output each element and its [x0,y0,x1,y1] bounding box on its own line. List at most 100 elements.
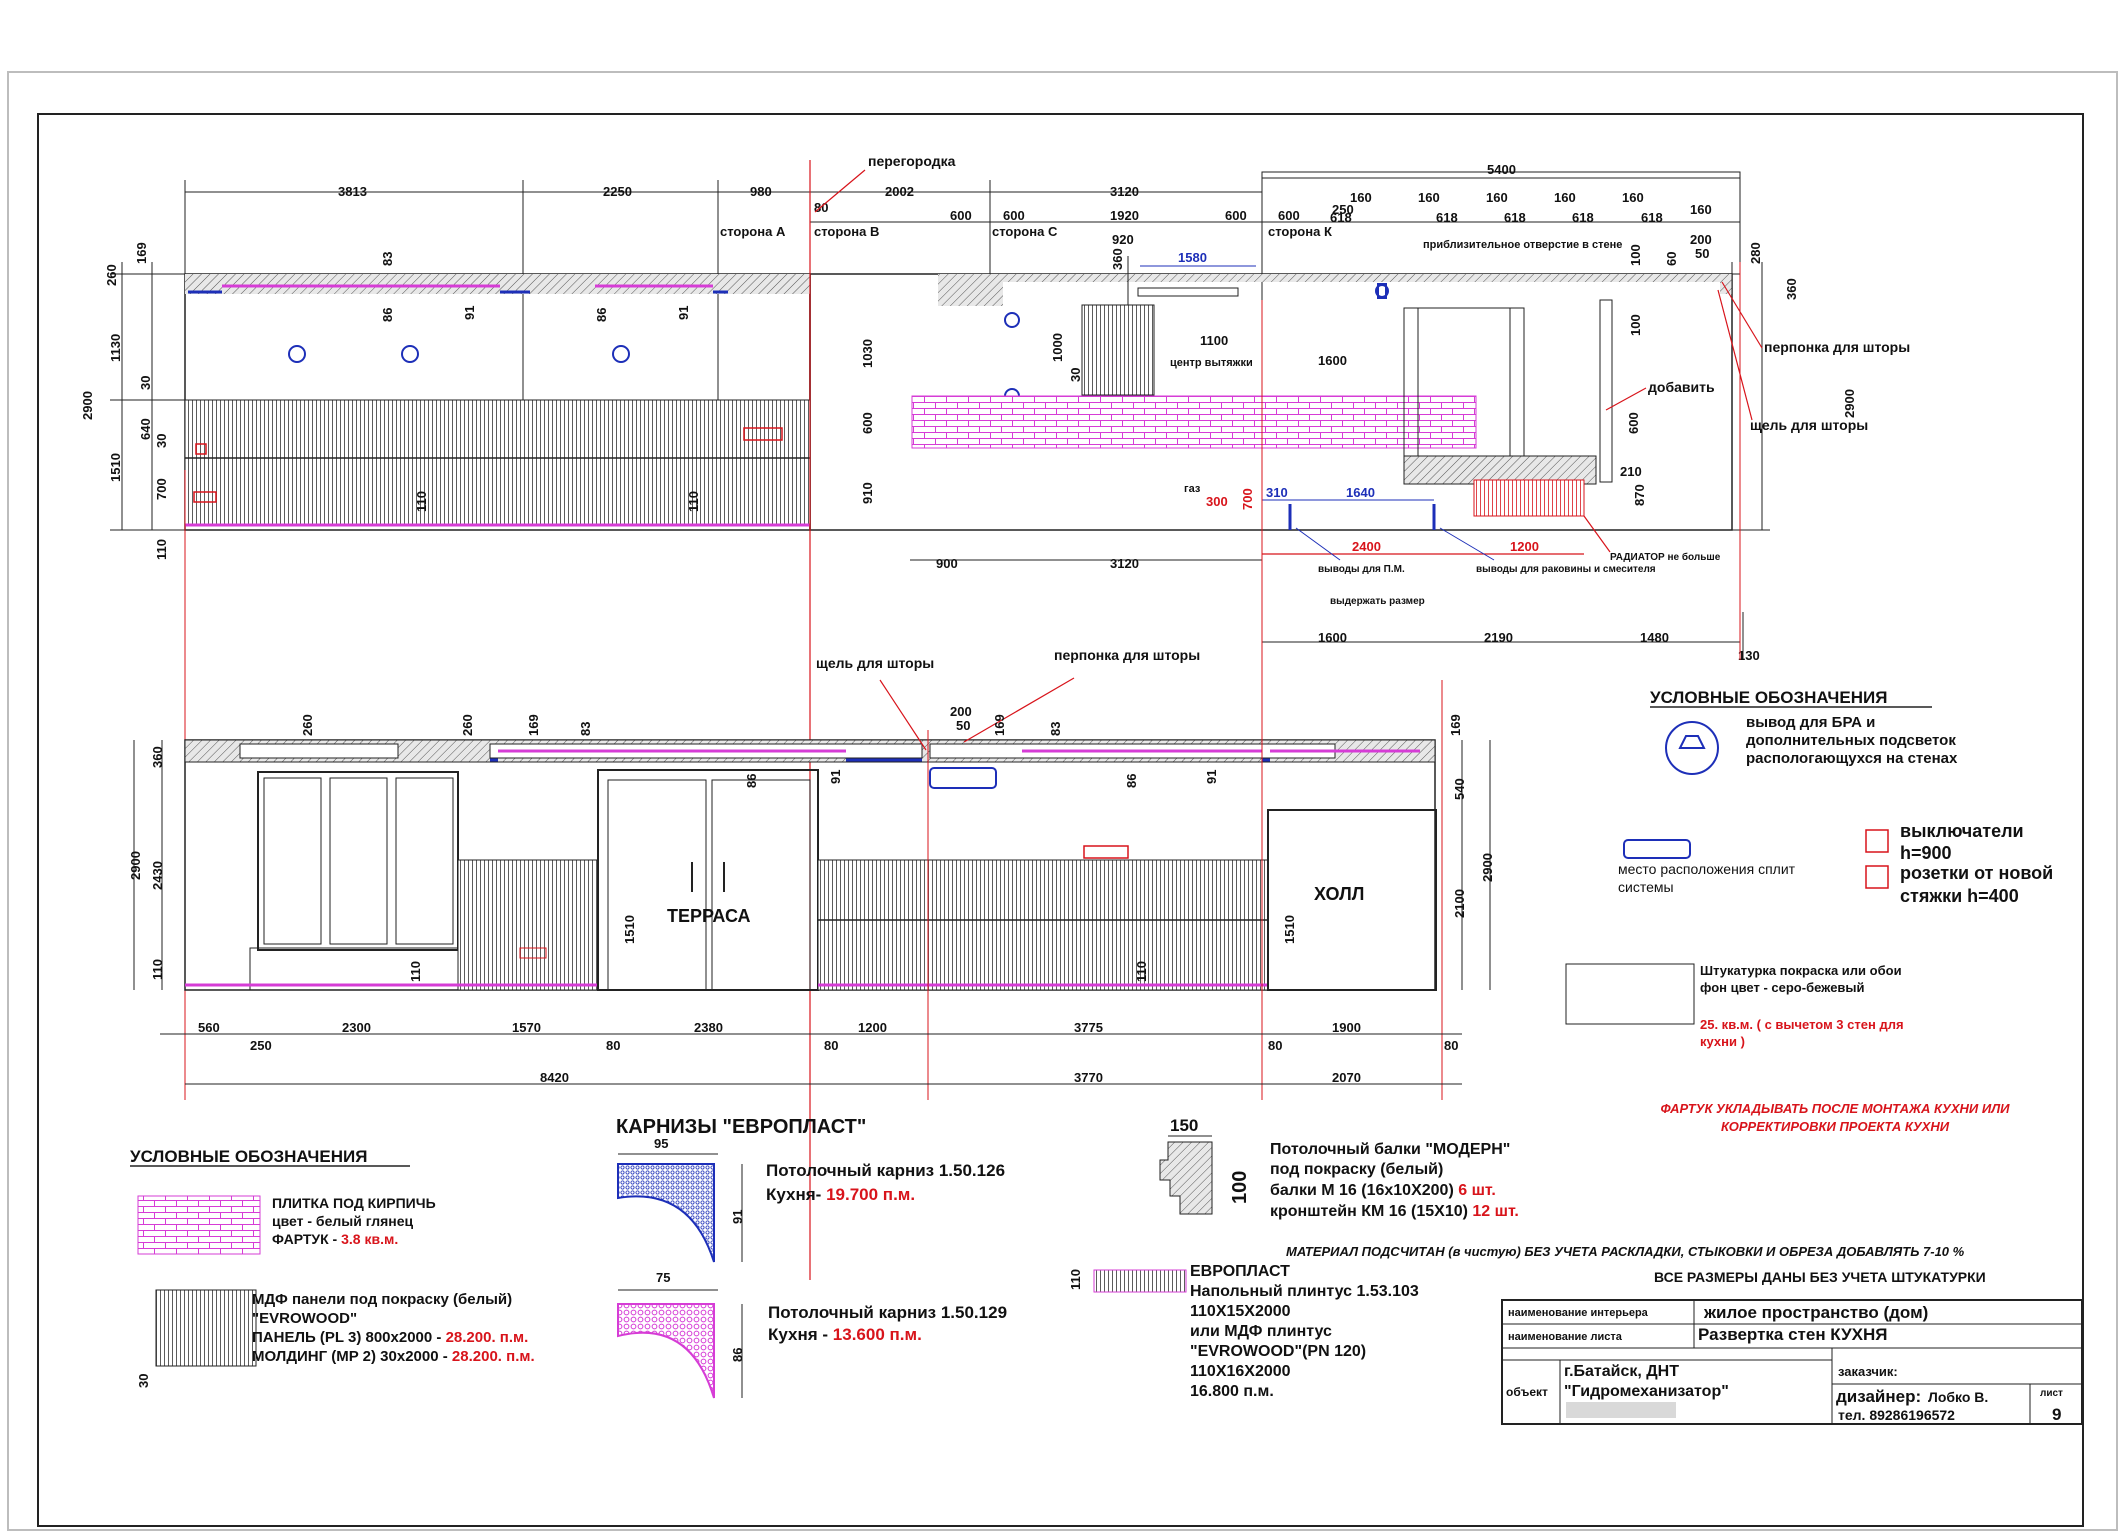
plinth-block: 110 ЕВРОПЛАСТ Напольный плинтус 1.53.103… [1068,1263,1419,1400]
side-label-c: сторона С [992,224,1058,239]
beam-line2: под покраску (белый) [1270,1161,1443,1178]
dim-300: 300 [1206,494,1228,509]
note-hole: приблизительное отверстие в стене [1423,239,1622,251]
dim-1640: 1640 [1346,485,1375,500]
dim-900: 900 [936,556,958,571]
bdim-110b: 110 [1134,961,1149,982]
dim-360b: 360 [1784,278,1799,300]
bdim-2380: 2380 [694,1020,723,1035]
stamp-designer-label: дизайнер: [1836,1387,1921,1406]
dim-83: 83 [380,252,395,266]
beam-line3: балки М 16 (16х10Х200) 6 шт. [1270,1182,1496,1199]
note-add: добавить [1648,379,1715,395]
bdim-80b: 80 [824,1038,838,1053]
dim-1480: 1480 [1640,630,1669,645]
stamp-sheet-label: наименование листа [1508,1331,1623,1343]
stamp-object-label: объект [1506,1385,1548,1399]
dim-110b: 110 [686,491,701,512]
switch-icon [1865,829,1889,853]
cornice2-w: 75 [656,1270,670,1285]
dim-3120: 3120 [1110,184,1139,199]
dim-700: 700 [1240,488,1255,510]
bdim-1570: 1570 [512,1020,541,1035]
dim-60: 60 [1664,252,1679,266]
bdim-2300: 2300 [342,1020,371,1035]
legend-right: УСЛОВНЫЕ ОБОЗНАЧЕНИЯ вывод для БРА и доп… [1565,688,2054,1134]
bdim-left-2900: 2900 [128,851,143,880]
dim-86b: 86 [594,308,609,322]
dim-1100: 1100 [1200,333,1228,348]
bottom-elevation: ТЕРРАСА ХОЛЛ щель для шторы перпонка для… [128,647,1495,1100]
dim-600-4: 600 [1278,208,1300,223]
room-hall: ХОЛЛ [1314,884,1364,904]
cornices-block: КАРНИЗЫ "ЕВРОПЛАСТ" 95 91 Потолочный кар… [616,1116,1007,1399]
plinth-line4: или МДФ плинтус [1190,1323,1332,1340]
dim-130: 130 [1738,648,1760,663]
bdim-560: 560 [198,1020,220,1035]
plaster-swatch [1565,963,1695,1025]
note-sink: выводы для раковины и смесителя [1476,564,1656,575]
legend-socket-text: розетки от новой стяжки h=400 [1900,863,2054,906]
bdim-8420: 8420 [540,1070,569,1085]
dim-left-260: 260 [104,264,119,286]
stamp-object-1: г.Батайск, ДНТ [1564,1363,1679,1380]
dim-160-5: 160 [1622,190,1644,205]
dim-100a: 100 [1628,244,1643,266]
dim-210: 210 [1620,464,1642,479]
note-rail-top: перпонка для шторы [1764,339,1910,355]
legend-switch-text: выключатели h=900 [1900,821,2024,863]
beam-profile [1159,1141,1213,1215]
cornice1-profile [617,1163,715,1263]
cornice2-name: Потолочный карниз 1.50.129 [768,1303,1007,1322]
dim-50: 50 [1695,246,1709,261]
dim-1600b: 1600 [1318,630,1347,645]
stamp-interior-label: наименование интерьера [1508,1307,1649,1319]
dim-1030: 1030 [860,339,875,368]
note-sizes: ВСЕ РАЗМЕРЫ ДАНЫ БЕЗ УЧЕТА ШТУКАТУРКИ [1654,1269,1986,1285]
stamp-designer-value: Лобко В. [1928,1389,1988,1405]
bdim-1510b: 1510 [1282,915,1297,944]
note-slot-bottom: щель для шторы [816,655,934,671]
note-keep: выдержать размер [1330,596,1425,607]
side-label-a: сторона А [720,224,786,239]
bra-icon [1665,721,1719,775]
bdim-3770: 3770 [1074,1070,1103,1085]
note-pm: выводы для П.М. [1318,564,1405,575]
note-hood: центр вытяжки [1170,357,1253,369]
plinth-line1: ЕВРОПЛАСТ [1190,1263,1290,1280]
cornices-title: КАРНИЗЫ "ЕВРОПЛАСТ" [616,1116,866,1138]
dim-91a: 91 [462,306,477,320]
split-icon [1623,839,1691,859]
mdf-panel: ПАНЕЛЬ (PL 3) 800х2000 - 28.200. п.м. [252,1329,528,1346]
plinth-line2: Напольный плинтус 1.53.103 [1190,1283,1419,1300]
cornice1-kitchen: Кухня- 19.700 п.м. [766,1185,915,1204]
tile-swatch [137,1195,261,1255]
bdim-80d: 80 [1444,1038,1458,1053]
plinth-line7: 16.800 п.м. [1190,1383,1274,1400]
dim-left-2900: 2900 [80,391,95,420]
note-radiator: РАДИАТОР не больше [1610,551,1721,563]
room-terrace: ТЕРРАСА [667,906,751,926]
bdim-left-2430: 2430 [150,861,165,890]
dim-618-1: 618 [1330,210,1352,225]
dim-600-1: 600 [950,208,972,223]
bdim-left-110: 110 [150,959,165,980]
bdim-2070: 2070 [1332,1070,1361,1085]
bdim-83a: 83 [578,722,593,736]
bdim-86a: 86 [744,774,759,788]
cornice1-name: Потолочный карниз 1.50.126 [766,1161,1005,1180]
bdim-91b: 91 [1204,770,1219,784]
legend-right-title: УСЛОВНЫЕ ОБОЗНАЧЕНИЯ [1650,688,1887,707]
bdim-169b: 169 [992,714,1007,736]
dim-left-110: 110 [154,539,169,560]
apron-note: ФАРТУК УКЛАДЫВАТЬ ПОСЛЕ МОНТАЖА КУХНИ ИЛ… [1660,1101,2010,1134]
cornice2-kitchen: Кухня - 13.600 п.м. [768,1325,922,1344]
dim-3813: 3813 [338,184,367,199]
legend-bra-text: вывод для БРА и дополнительных подсветок… [1746,714,1958,767]
dim-110a: 110 [414,491,429,512]
bdim-200: 200 [950,704,972,719]
dim-910: 910 [860,482,875,504]
bdim-right-2900: 2900 [1480,853,1495,882]
dim-100b: 100 [1628,314,1643,336]
